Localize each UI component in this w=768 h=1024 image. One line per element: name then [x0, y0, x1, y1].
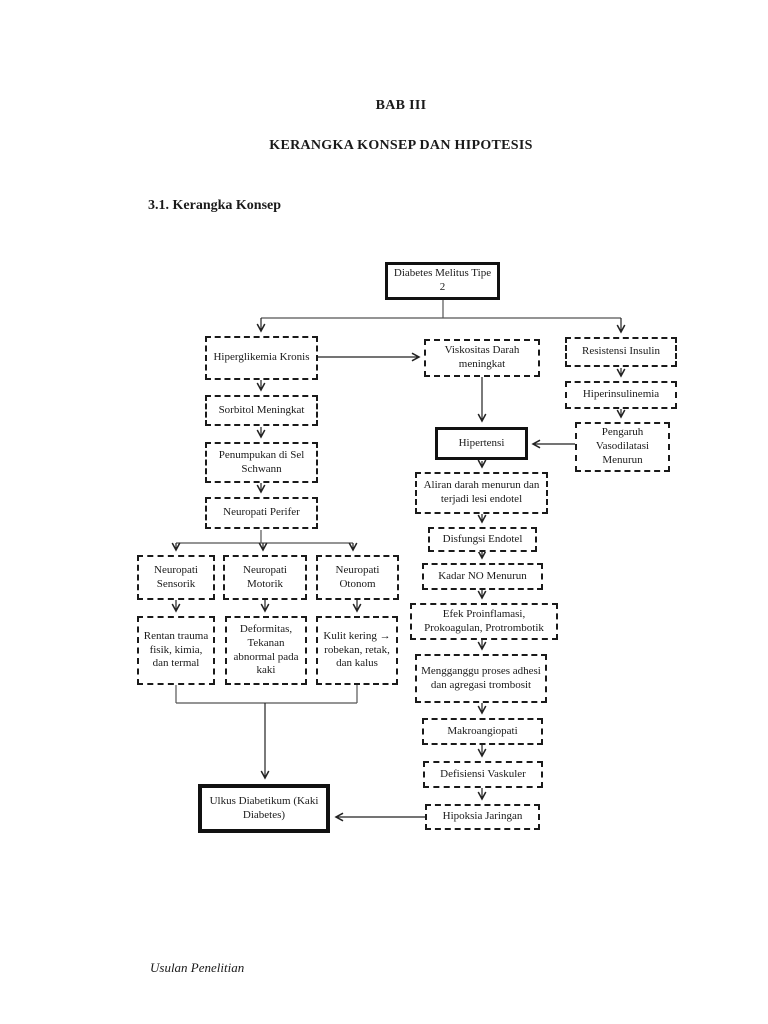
node-hipoksia-jaringan: Hipoksia Jaringan: [425, 804, 540, 830]
node-penumpukan-sel-schwann: Penumpukan di Sel Schwann: [205, 442, 318, 483]
node-deformitas-tekanan-abnormal: Deformitas, Tekanan abnormal pada kaki: [225, 616, 307, 685]
node-defisiensi-vaskuler: Defisiensi Vaskuler: [423, 761, 543, 788]
node-ulkus-diabetikum: Ulkus Diabetikum (Kaki Diabetes): [198, 784, 330, 833]
footer-note: Usulan Penelitian: [150, 960, 245, 975]
node-resistensi-insulin: Resistensi Insulin: [565, 337, 677, 367]
node-hiperglikemia-kronis: Hiperglikemia Kronis: [205, 336, 318, 380]
node-neuropati-sensorik: Neuropati Sensorik: [137, 555, 215, 600]
node-neuropati-perifer: Neuropati Perifer: [205, 497, 318, 529]
node-efek-proinflamasi-prokoagulan-protrombotik: Efek Proinflamasi, Prokoagulan, Protromb…: [410, 603, 558, 640]
node-makroangiopati: Makroangiopati: [422, 718, 543, 745]
chapter-subtitle: KERANGKA KONSEP DAN HIPOTESIS: [269, 138, 533, 153]
chapter-title: BAB III: [375, 98, 427, 113]
node-neuropati-motorik: Neuropati Motorik: [223, 555, 307, 600]
section-heading: 3.1. Kerangka Konsep: [148, 198, 282, 213]
node-sorbitol-meningkat: Sorbitol Meningkat: [205, 395, 318, 426]
node-viskositas-darah-meningkat: Viskositas Darah meningkat: [424, 339, 540, 377]
node-hipertensi: Hipertensi: [435, 427, 528, 460]
node-neuropati-otonom: Neuropati Otonom: [316, 555, 399, 600]
arrow-lines: [171, 318, 626, 822]
node-disfungsi-endotel: Disfungsi Endotel: [428, 527, 537, 552]
node-hiperinsulinemia: Hiperinsulinemia: [565, 381, 677, 409]
node-diabetes-melitus-tipe-2: Diabetes Melitus Tipe 2: [385, 262, 500, 300]
node-aliran-darah-menurun-lesi-endotel: Aliran darah menurun dan terjadi lesi en…: [415, 472, 548, 514]
node-kadar-no-menurun: Kadar NO Menurun: [422, 563, 543, 590]
node-pengaruh-vasodilatasi-menurun: Pengaruh Vasodilatasi Menurun: [575, 422, 670, 472]
node-mengganggu-adhesi-agregasi-trombosit: Mengganggu proses adhesi dan agregasi tr…: [415, 654, 547, 703]
node-kulit-kering: Kulit kering → robekan, retak, dan kalus: [316, 616, 398, 685]
node-rentan-trauma: Rentan trauma fisik, kimia, dan termal: [137, 616, 215, 685]
